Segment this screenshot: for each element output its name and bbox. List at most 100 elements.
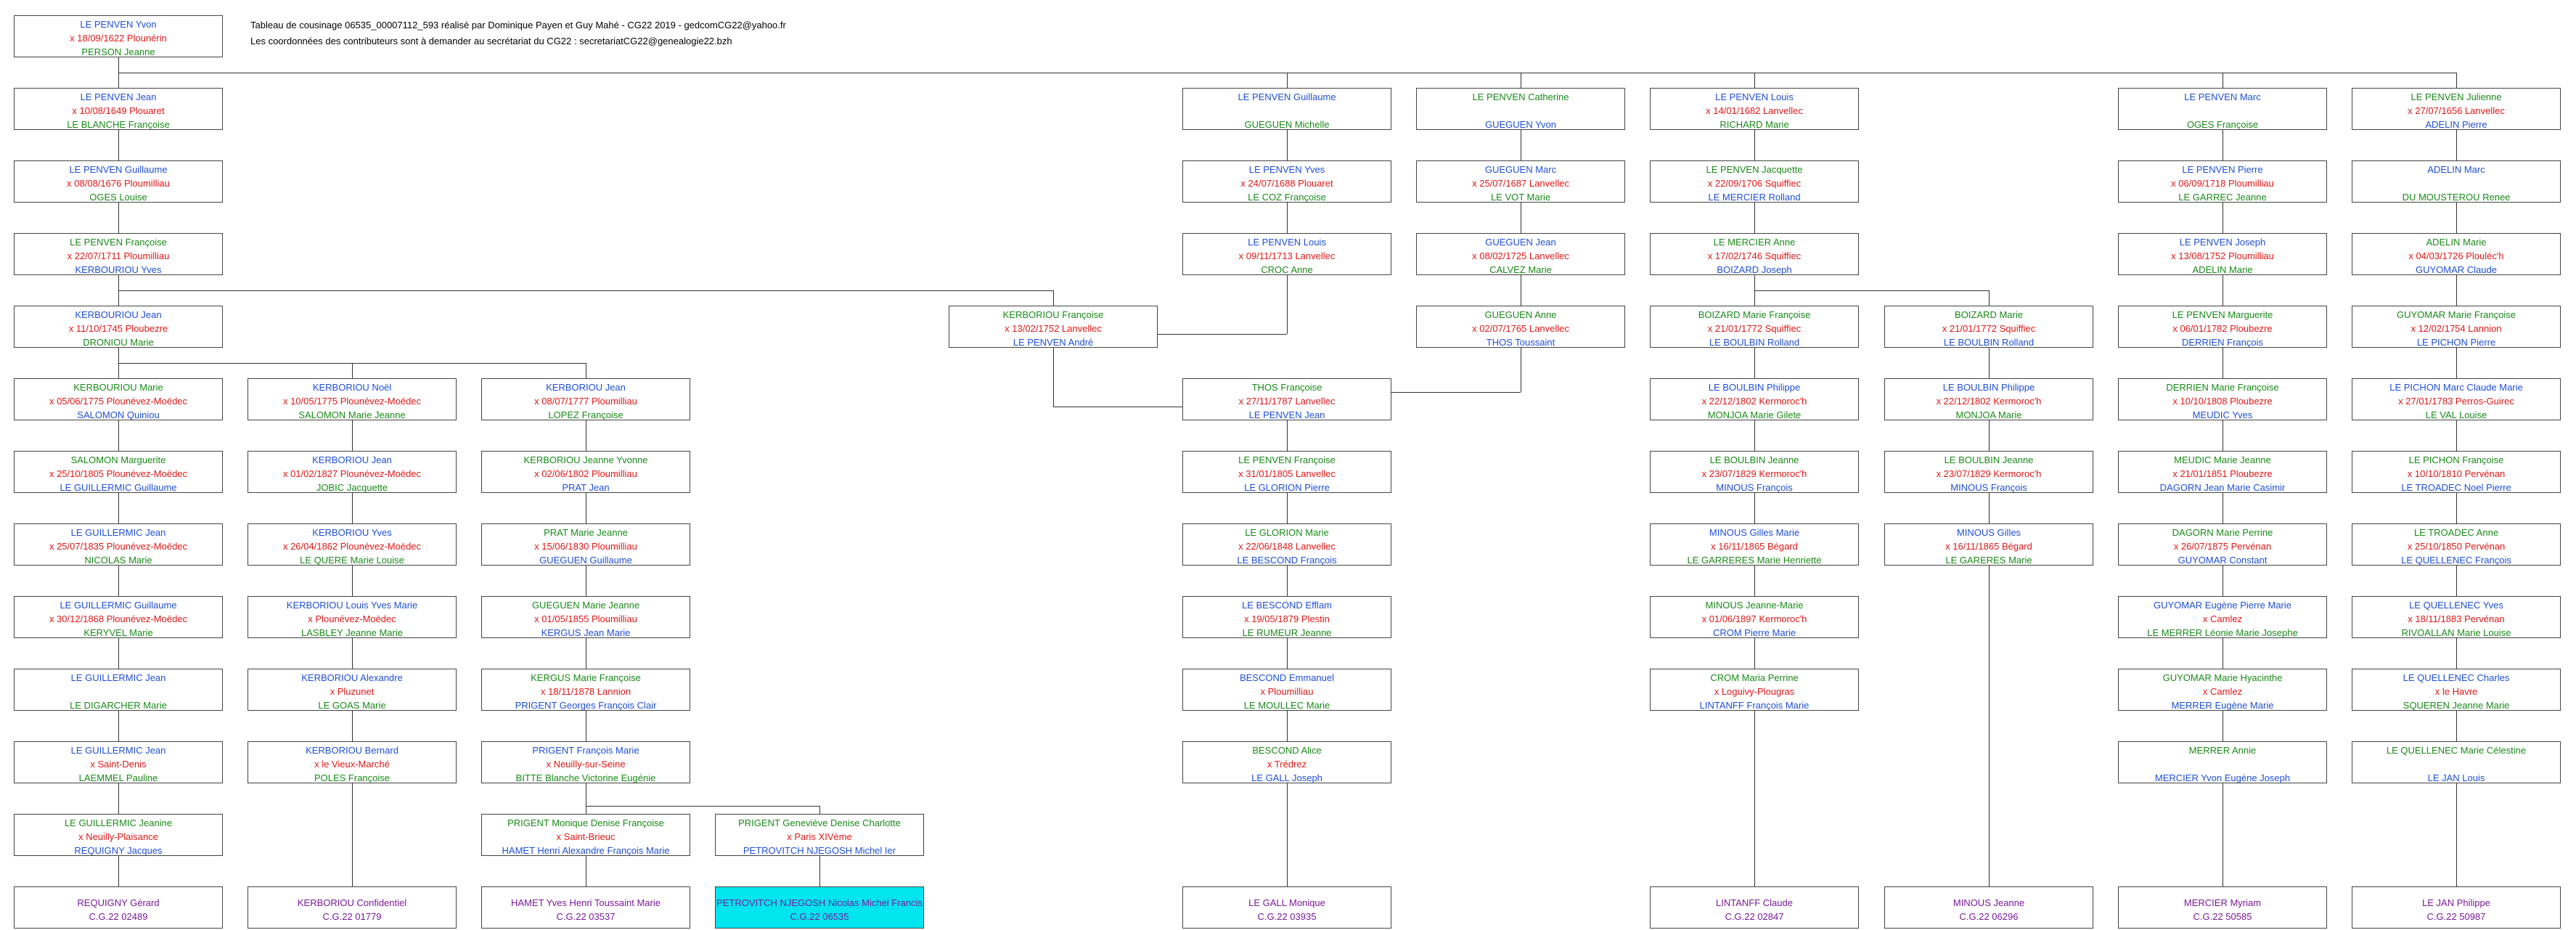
marriage-line: x 05/06/1775 Plounévez-Moëdec — [49, 396, 188, 407]
person-line: LE MOULLEC Marie — [1243, 700, 1330, 711]
marriage-line: x 21/01/1772 Squiffiec — [1942, 323, 2036, 334]
marriage-line: x 25/10/1805 Plounévez-Moëdec — [49, 468, 188, 479]
person-line: KERBORIOU Alexandre — [301, 672, 403, 683]
marriage-line: x 13/08/1752 Ploumilliau — [2171, 250, 2274, 261]
person-line: OGES Louise — [89, 192, 147, 203]
person-line: LE VOT Marie — [1490, 192, 1551, 203]
person-line: LE BESCOND François — [1237, 555, 1337, 566]
marriage-line: x 04/03/1726 Plouléc'h — [2408, 250, 2504, 261]
marriage-line: x Neuilly-sur-Seine — [546, 759, 626, 770]
person-line: PRIGENT François Marie — [532, 745, 639, 756]
person-line: KERYVEL Marie — [83, 627, 153, 638]
person-line: LE PENVEN André — [1013, 337, 1094, 348]
person-line: HAMET Yves Henri Toussaint Marie — [511, 897, 661, 908]
marriage-line: x Neuilly-Plaisance — [78, 831, 158, 842]
connector-line — [1287, 420, 1288, 451]
connector-line — [1754, 348, 1755, 378]
person-line: LE PICHON Pierre — [2416, 337, 2496, 348]
person-line: DERRIEN Marie Françoise — [2166, 382, 2279, 393]
marriage-line — [2352, 757, 2560, 771]
connector-line — [1287, 130, 1288, 160]
person-line: DERRIEN François — [2182, 337, 2263, 348]
header-notice: Tableau de cousinage 06535_00007112_593 … — [250, 17, 786, 49]
person-box: DERRIEN Marie Françoise x 10/10/1808 Plou… — [2118, 378, 2327, 420]
marriage-line: x 31/01/1805 Lanvellec — [1238, 468, 1336, 479]
person-line: C.G.22 01779 — [322, 911, 382, 922]
marriage-line: x 10/10/1808 Ploubezre — [2172, 396, 2273, 407]
person-line: LE QUERE Marie Louise — [300, 555, 404, 566]
person-line: LE GUILLERMIC Guillaume — [60, 482, 177, 493]
person-box: KERBOURIOU Marie x 05/06/1775 Plounévez-M… — [14, 378, 223, 420]
person-line: LINTANFF François Marie — [1699, 700, 1810, 711]
marriage-line: x 19/05/1879 Plestin — [1244, 613, 1330, 624]
person-line: LE MERRER Léonie Marie Josephe — [2147, 627, 2298, 638]
person-line: LE PENVEN Yvon — [80, 19, 157, 30]
marriage-line: x 27/11/1787 Lanvellec — [1238, 396, 1336, 407]
person-line: LE GUILLERMIC Jean — [70, 527, 166, 538]
marriage-line: x 23/07/1829 Kermoroc'h — [1936, 468, 2042, 479]
person-line: LE PENVEN Louis — [1248, 237, 1326, 248]
marriage-line: x Trédrez — [1267, 759, 1307, 770]
person-line: OGES Françoise — [2186, 119, 2259, 130]
connector-line — [352, 363, 353, 378]
person-line: KERGUS Marie Françoise — [531, 672, 641, 683]
connector-line — [118, 203, 119, 233]
connector-line — [586, 806, 819, 807]
marriage-line: x 26/07/1875 Perv‌énan — [2173, 541, 2272, 552]
marriage-line: x 21/01/1851 Ploubezre — [2172, 468, 2273, 479]
person-line: BESCOND Emmanuel — [1239, 672, 1335, 683]
marriage-line: x 14/01/1682 Lanvellec — [1706, 105, 1803, 116]
person-line: CROM Pierre Marie — [1712, 627, 1796, 638]
person-line: LOPEZ Françoise — [548, 409, 623, 420]
person-line: LE QUELLENEC François — [2401, 555, 2511, 566]
connector-line — [1287, 783, 1288, 886]
person-line: PETROVITCH NJEGOSH Michel Ier — [743, 845, 896, 856]
marriage-line: x 22/07/1711 Ploumilliau — [67, 250, 170, 261]
connector-line — [2456, 783, 2457, 886]
marriage-line: x 06/01/1782 Ploubezre — [2172, 323, 2273, 334]
person-line: LE GLORION Pierre — [1244, 482, 1330, 493]
person-line: LINTANFF Claude — [1716, 897, 1793, 908]
marriage-line: x 10/08/1649 Plouaret — [72, 105, 165, 116]
person-line: SQUEREN Jeanne Marie — [2403, 700, 2510, 711]
connector-line — [118, 290, 1053, 291]
person-line: LE JAN Philippe — [2422, 897, 2490, 908]
person-box: LE PENVEN Françoise x 31/01/1805 Lanvelle… — [1182, 451, 1391, 493]
person-line: LE GUILLERMIC Jean — [70, 745, 166, 756]
person-line: KERBOURIOU Marie — [73, 382, 163, 393]
connector-line — [2456, 73, 2457, 88]
person-line: LE GOAS Marie — [318, 700, 386, 711]
person-line: LE VAL Louise — [2425, 409, 2487, 420]
marriage-line: x 02/07/1765 Lanvellec — [1472, 323, 1569, 334]
person-line: SALOMON Quiniou — [77, 409, 160, 420]
person-line: LE PENVEN Catherine — [1472, 91, 1569, 102]
person-line: C.G.22 50987 — [2426, 911, 2486, 922]
person-line: DAGORN Marie Perrine — [2172, 527, 2273, 538]
person-line: LE PENVEN Françoise — [1238, 454, 1336, 465]
marriage-line: x 25/07/1687 Lanvellec — [1472, 178, 1569, 189]
marriage-line: x 12/02/1754 Lannion — [2411, 323, 2502, 334]
connector-line — [118, 420, 119, 451]
person-line: BOIZARD Marie Françoise — [1698, 309, 1811, 320]
